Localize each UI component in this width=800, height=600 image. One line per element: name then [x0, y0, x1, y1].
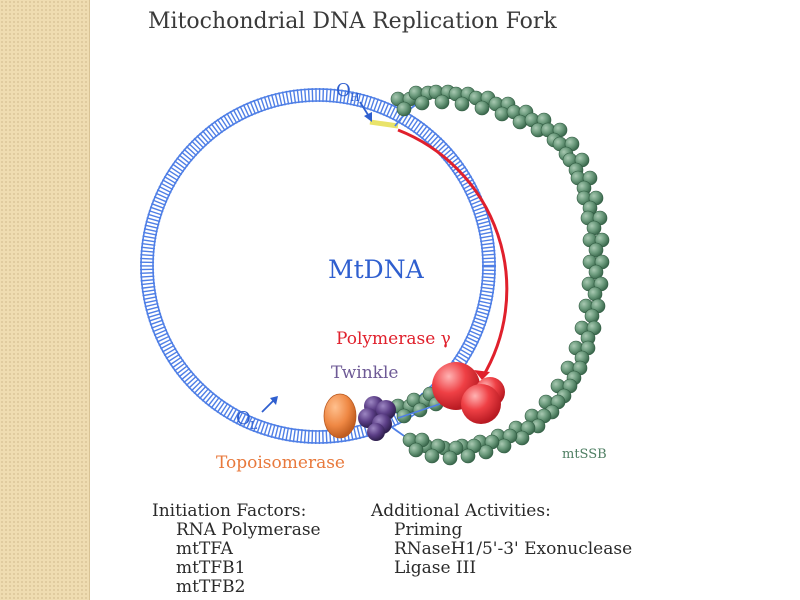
initiation-factor-item: mtTFB1 [176, 558, 245, 578]
fork-template-strand [397, 403, 441, 419]
polymerase-label: Polymerase γ [336, 329, 451, 349]
mtssb-bead [434, 94, 450, 110]
mtssb-bead [396, 101, 412, 117]
mtssb-bead [454, 96, 470, 112]
additional-activity-item: Priming [394, 520, 463, 540]
twinkle-helicase [358, 396, 396, 441]
twinkle-label: Twinkle [331, 363, 398, 383]
nascent-heavy-strand [397, 128, 509, 379]
mtssb-bead [460, 448, 476, 464]
mtssb-bead [408, 442, 424, 458]
ol-arrow [261, 399, 275, 413]
oh-arrowhead [364, 112, 372, 122]
ol-arrowhead [270, 396, 278, 405]
oh-origin-marker [369, 119, 399, 129]
additional-activities-heading: Additional Activities: [370, 501, 551, 521]
mtssb-bead [424, 448, 440, 464]
mtssb-bead [512, 114, 528, 130]
svg-text:H: H [350, 91, 360, 104]
topoisomerase-label: Topoisomerase [216, 453, 345, 473]
side-decoration-band [0, 0, 90, 600]
mtssb-bead [587, 286, 603, 302]
svg-text:O: O [236, 408, 251, 429]
mtssb-bead [494, 106, 510, 122]
mtssb-coated-strand [390, 84, 610, 466]
svg-text:L: L [250, 419, 258, 432]
diagram-title: Mitochondrial DNA Replication Fork [148, 9, 557, 34]
mtssb-bead [584, 308, 600, 324]
mtssb-bead [588, 242, 604, 258]
additional-activity-item: Ligase III [394, 558, 476, 578]
additional-activity-item: RNaseH1/5'-3' Exonuclease [394, 539, 632, 559]
mtssb-bead [478, 444, 494, 460]
mtssb-bead [414, 95, 430, 111]
initiation-factor-item: mtTFA [176, 539, 234, 559]
mtssb-bead [474, 100, 490, 116]
initiation-factor-item: mtTFB2 [176, 577, 245, 597]
mtdna-circle [140, 88, 496, 444]
polymerase-gamma [432, 362, 505, 424]
svg-text:O: O [336, 80, 351, 101]
mtdna-label: MtDNA [328, 255, 425, 284]
initiation-factors-heading: Initiation Factors: [152, 501, 306, 521]
mtssb-label: mtSSB [562, 447, 607, 462]
mtssb-bead [514, 430, 530, 446]
oh-label: O H [336, 80, 360, 104]
nascent-strand-arrowhead [474, 370, 490, 380]
mtssb-bead [442, 450, 458, 466]
initiation-factor-item: RNA Polymerase [176, 520, 321, 540]
topoisomerase-protein [323, 393, 357, 439]
ol-label: O L [236, 408, 258, 432]
